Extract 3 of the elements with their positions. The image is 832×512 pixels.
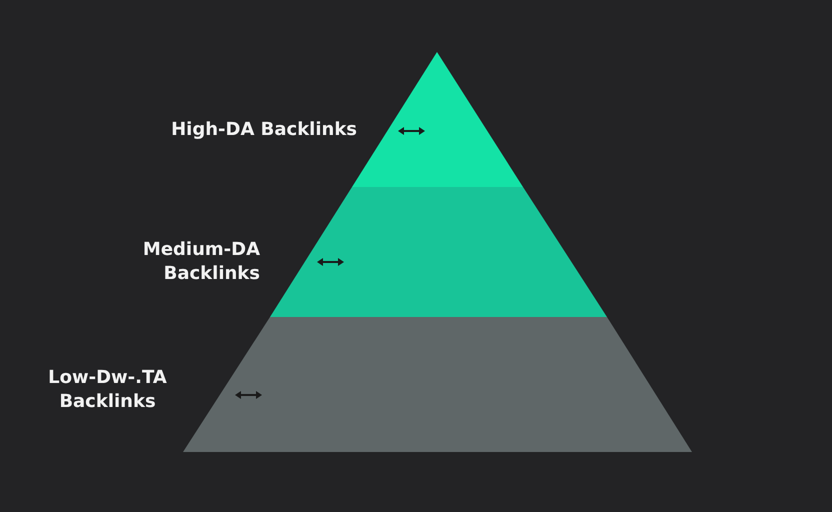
- tier-label: Low-Dw-.TA Backlinks: [47, 366, 168, 414]
- tier-label: High-DA Backlinks: [170, 118, 357, 142]
- tier-label: Medium-DA Backlinks: [142, 238, 260, 286]
